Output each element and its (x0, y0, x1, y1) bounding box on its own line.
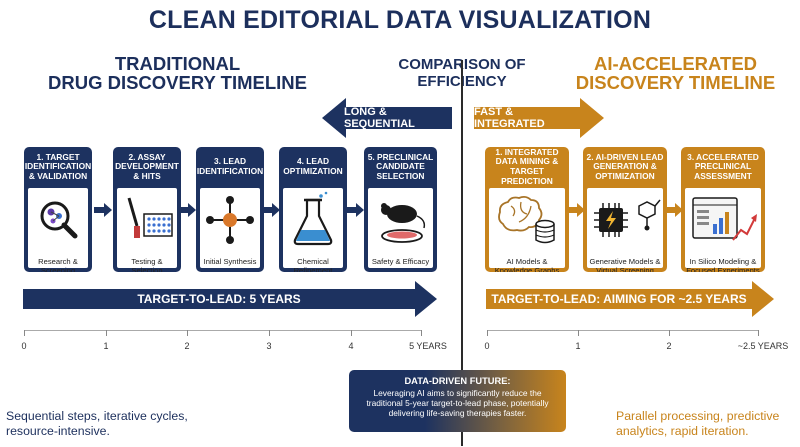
step-body: Chemical Refinement (283, 188, 343, 272)
traditional-footer-line2: resource-intensive. (6, 423, 110, 438)
step-label: Initial Synthesis (203, 257, 257, 266)
axis-tick (187, 330, 188, 336)
traditional-step-1: 1. TARGET IDENTIFICATION & VALIDATION Re… (24, 147, 92, 272)
ai-step-3: 3. ACCELERATED PRECLINICAL ASSESSMENT In… (681, 147, 765, 272)
axis-tick (421, 330, 422, 336)
future-title: DATA-DRIVEN FUTURE: (404, 376, 511, 386)
axis-tick-label: 4 (348, 341, 354, 351)
fast-integrated-banner: FAST & INTEGRATED (474, 98, 604, 138)
step-label: AI Models & Knowledge Graphs (494, 257, 560, 272)
step-arrow-icon (346, 203, 364, 217)
center-divider (461, 60, 463, 446)
axis-tick-label: 1 (575, 341, 581, 351)
traditional-title-line2: DRUG DISCOVERY TIMELINE (47, 72, 308, 93)
axis-tick (24, 330, 25, 336)
axis-tick (487, 330, 488, 336)
ai-title-line1: AI-ACCELERATED (593, 53, 758, 74)
step-body: AI Models & Knowledge Graphs (489, 188, 565, 272)
brain-database-icon (498, 195, 555, 244)
step-title: 2. ASSAY DEVELOPMENT & HITS (115, 151, 179, 181)
ai-title-line2: DISCOVERY TIMELINE (575, 72, 776, 93)
step-title: 4. LEAD OPTIMIZATION (283, 156, 343, 176)
traditional-step-5: 5. PRECLINICAL CANDIDATE SELECTION Safet… (364, 147, 437, 272)
traditional-step-3: 3. LEAD IDENTIFICATION Initial Synthesis (196, 147, 264, 272)
step-title: 1. INTEGRATED DATA MINING & TARGET PREDI… (495, 147, 559, 186)
step-body: In Silico Modeling & Focused Experiments (685, 188, 761, 272)
ai-step-1: 1. INTEGRATED DATA MINING & TARGET PREDI… (485, 147, 569, 272)
step-body: Generative Models & Virtual Screening (587, 188, 663, 272)
ai-arrow-shape (486, 281, 774, 317)
traditional-step-4: 4. LEAD OPTIMIZATION Chemical Refinement (279, 147, 347, 272)
axis-tick-label: 5 YEARS (409, 341, 447, 351)
step-label: Testing & Selection (131, 257, 163, 272)
step-arrow-icon (665, 203, 683, 217)
step-label: Research & Screening (38, 257, 78, 272)
step-label: In Silico Modeling & Focused Experiments (686, 257, 760, 272)
axis-tick (351, 330, 352, 336)
magnifier-molecule-icon (40, 201, 78, 239)
right-arrow-shape (474, 98, 604, 138)
axis-tick-label: 0 (21, 341, 27, 351)
main-title: CLEAN EDITORIAL DATA VISUALIZATION (148, 6, 652, 34)
step-arrow-icon (178, 203, 196, 217)
left-arrow-shape (322, 98, 452, 138)
axis-tick (269, 330, 270, 336)
step-title: 3. ACCELERATED PRECLINICAL ASSESSMENT (687, 151, 759, 181)
traditional-title-line1: TRADITIONAL (114, 53, 241, 74)
axis-tick-label: ~2.5 YEARS (737, 341, 789, 351)
long-sequential-banner: LONG & SEQUENTIAL (322, 98, 452, 138)
traditional-title: TRADITIONAL DRUG DISCOVERY TIMELINE (20, 54, 335, 92)
step-arrow-icon (262, 203, 280, 217)
data-driven-future-box: DATA-DRIVEN FUTURE: Leveraging AI aims t… (349, 370, 566, 432)
axis-tick (106, 330, 107, 336)
step-body: Safety & Efficacy (368, 188, 433, 268)
ai-footer: Parallel processing, predictive analytic… (616, 409, 779, 438)
traditional-axis-line (24, 330, 422, 331)
step-body: Initial Synthesis (200, 188, 260, 268)
traditional-timeline-arrow: TARGET-TO-LEAD: 5 YEARS (23, 281, 437, 317)
step-title: 5. PRECLINICAL CANDIDATE SELECTION (367, 151, 434, 181)
mouse-petri-icon (381, 203, 426, 243)
traditional-footer-line1: Sequential steps, iterative cycles, (6, 409, 188, 423)
step-title: 3. LEAD IDENTIFICATION (196, 156, 264, 176)
step-label: Safety & Efficacy (371, 257, 430, 266)
step-body: Research & Screening (28, 188, 88, 272)
dashboard-chart-icon (692, 197, 757, 241)
step-title: 1. TARGET IDENTIFICATION & VALIDATION (24, 151, 92, 181)
axis-tick-label: 1 (103, 341, 109, 351)
traditional-arrow-label: TARGET-TO-LEAD: 5 YEARS (137, 292, 301, 306)
pipette-wellplate-icon (127, 197, 173, 238)
axis-tick (669, 330, 670, 336)
ai-arrow-label: TARGET-TO-LEAD: AIMING FOR ~2.5 YEARS (491, 292, 747, 306)
axis-tick (758, 330, 759, 336)
long-sequential-label: LONG & SEQUENTIAL (344, 106, 415, 130)
axis-tick-label: 0 (484, 341, 490, 351)
ai-title: AI-ACCELERATED DISCOVERY TIMELINE (548, 54, 800, 92)
step-body: Testing & Selection (117, 188, 177, 272)
ai-timeline-arrow: TARGET-TO-LEAD: AIMING FOR ~2.5 YEARS (486, 281, 774, 317)
axis-tick-label: 3 (266, 341, 272, 351)
molecule-network-icon (206, 196, 254, 244)
traditional-footer: Sequential steps, iterative cycles, reso… (6, 409, 188, 438)
step-label: Chemical Refinement (293, 257, 333, 272)
ai-footer-line2: analytics, rapid iteration. (616, 423, 749, 438)
chip-molecule-icon (594, 199, 661, 237)
axis-tick-label: 2 (666, 341, 672, 351)
ai-step-2: 2. AI-DRIVEN LEAD GENERATION & OPTIMIZAT… (583, 147, 667, 272)
step-arrow-icon (567, 203, 585, 217)
step-title: 2. AI-DRIVEN LEAD GENERATION & OPTIMIZAT… (586, 151, 664, 181)
traditional-step-2: 2. ASSAY DEVELOPMENT & HITS Testing & Se… (113, 147, 181, 272)
axis-tick (578, 330, 579, 336)
ai-axis-line (487, 330, 759, 331)
traditional-arrow-shape (23, 281, 437, 317)
flask-icon (293, 191, 333, 246)
axis-tick-label: 2 (184, 341, 190, 351)
step-arrow-icon (94, 203, 112, 217)
fast-integrated-label: FAST & INTEGRATED (474, 106, 545, 130)
ai-footer-line1: Parallel processing, predictive (616, 409, 780, 423)
future-body: Leveraging AI aims to significantly redu… (366, 388, 549, 418)
step-label: Generative Models & Virtual Screening (589, 257, 661, 272)
